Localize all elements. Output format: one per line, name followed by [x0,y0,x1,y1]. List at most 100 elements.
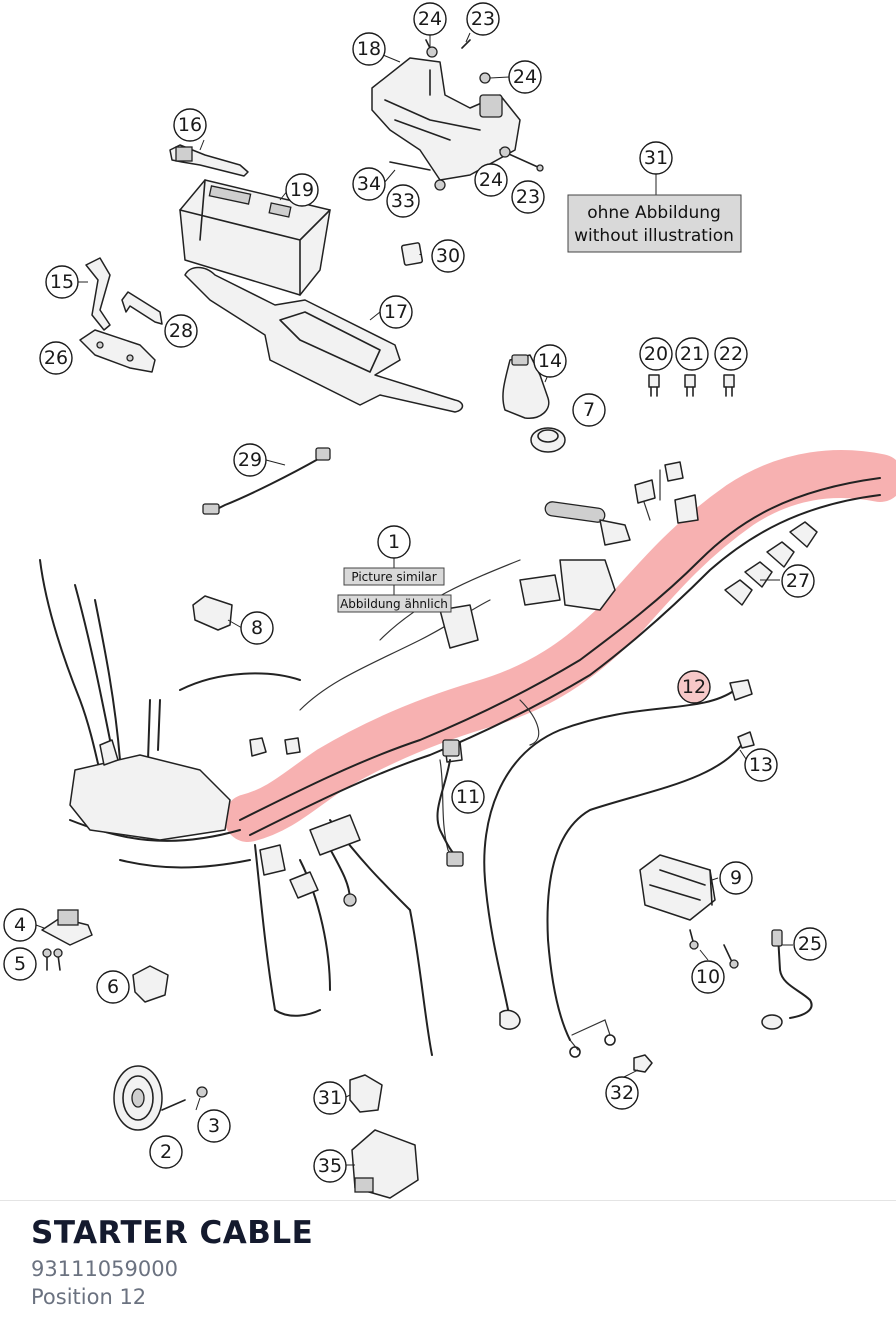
svg-text:1: 1 [388,531,400,553]
note-without-illustration-en: without illustration [574,226,734,246]
svg-text:27: 27 [786,570,810,592]
callout-29[interactable]: 29 [233,443,267,477]
svg-text:16: 16 [178,114,202,136]
part-29-cable[interactable] [202,447,331,515]
part-10-screws[interactable] [689,929,739,969]
note-without-illustration: ohne Abbildung without illustration [567,172,742,253]
svg-text:4: 4 [14,914,26,936]
fuse-22[interactable] [723,374,735,397]
svg-text:17: 17 [384,301,408,323]
callout-4[interactable]: 4 [3,908,37,942]
part-7-nut[interactable] [530,427,566,453]
svg-text:22: 22 [719,343,743,365]
part-12-starter-cable[interactable] [483,679,753,1030]
svg-text:30: 30 [436,245,460,267]
svg-text:11: 11 [456,786,480,808]
callout-26[interactable]: 26 [39,341,73,375]
part-8-relay[interactable] [192,595,233,631]
part-28-cover[interactable] [121,291,163,325]
callout-3[interactable]: 3 [197,1109,231,1143]
callout-23-top[interactable]: 23 [466,2,500,36]
callout-28[interactable]: 28 [164,314,198,348]
part-11-cable[interactable] [436,739,464,867]
svg-text:5: 5 [14,953,26,975]
svg-text:8: 8 [251,617,263,639]
main-wiring-harness[interactable] [39,461,881,1056]
part-35-relay[interactable] [351,1129,419,1199]
callout-31[interactable]: 31 [313,1081,347,1115]
starter-cable-highlight [224,450,896,842]
part-4-relay-base[interactable] [41,909,93,946]
callout-35[interactable]: 35 [313,1149,347,1183]
svg-text:13: 13 [749,754,773,776]
part-2-horn[interactable] [113,1065,186,1131]
callout-10[interactable]: 10 [691,960,725,994]
svg-text:24: 24 [479,169,503,191]
callout-9[interactable]: 9 [719,861,753,895]
callout-25[interactable]: 25 [793,927,827,961]
callout-1[interactable]: 1 [377,525,411,559]
svg-text:24: 24 [418,8,442,30]
callout-16[interactable]: 16 [173,108,207,142]
svg-text:33: 33 [391,190,415,212]
note-picture-similar: Picture similar Abbildung ähnlich [337,556,452,613]
callout-7[interactable]: 7 [572,393,606,427]
callout-22[interactable]: 22 [714,337,748,371]
svg-text:31: 31 [644,147,668,169]
callout-20[interactable]: 20 [639,337,673,371]
part-17-battery-tray[interactable] [184,266,464,413]
svg-text:2: 2 [160,1141,172,1163]
svg-text:20: 20 [644,343,668,365]
part-32-nut[interactable] [633,1054,653,1073]
part-15-bracket[interactable] [85,257,111,331]
callout-24-bottom[interactable]: 24 [474,163,508,197]
svg-text:28: 28 [169,320,193,342]
part-info-footer: STARTER CABLE 93111059000 Position 12 [0,1200,896,1336]
callout-2[interactable]: 2 [149,1135,183,1169]
fuse-20[interactable] [648,374,660,397]
callout-5[interactable]: 5 [3,947,37,981]
part-5-screws[interactable] [42,948,63,971]
part-26-bracket[interactable] [79,329,156,373]
callout-18[interactable]: 18 [352,32,386,66]
svg-text:29: 29 [238,449,262,471]
parts-diagram: ohne Abbildung without illustration Pict… [3,2,896,1199]
callout-27[interactable]: 27 [781,564,815,598]
callout-33[interactable]: 33 [386,184,420,218]
part-19-battery[interactable] [179,179,331,296]
svg-text:9: 9 [730,867,742,889]
callout-19[interactable]: 19 [285,173,319,207]
svg-text:23: 23 [516,186,540,208]
callout-31-note[interactable]: 31 [639,141,673,175]
callout-24-top[interactable]: 24 [413,2,447,36]
callout-23-bottom[interactable]: 23 [511,180,545,214]
callout-17[interactable]: 17 [379,295,413,329]
callout-21[interactable]: 21 [675,337,709,371]
note-without-illustration-de: ohne Abbildung [587,203,721,223]
callout-11[interactable]: 11 [451,780,485,814]
part-16-bracket[interactable] [169,144,249,177]
callout-12-highlighted[interactable]: 12 [677,670,711,704]
callout-8[interactable]: 8 [240,611,274,645]
part-13-cable[interactable] [546,731,755,1058]
part-18-bracket[interactable] [371,39,544,191]
svg-text:25: 25 [798,933,822,955]
fuse-21[interactable] [684,374,696,397]
part-25-sensor-cable[interactable] [761,929,813,1030]
callout-15[interactable]: 15 [45,265,79,299]
part-27-relays[interactable] [724,521,818,606]
callout-34[interactable]: 34 [352,167,386,201]
callout-14[interactable]: 14 [533,344,567,378]
callout-24-right[interactable]: 24 [508,60,542,94]
part-3-screw[interactable] [196,1086,208,1098]
callout-6[interactable]: 6 [96,970,130,1004]
svg-text:23: 23 [471,8,495,30]
callout-13[interactable]: 13 [744,748,778,782]
callout-30[interactable]: 30 [431,239,465,273]
part-31-relay[interactable] [349,1074,383,1113]
svg-text:14: 14 [538,350,562,372]
part-6-relay[interactable] [132,965,169,1003]
part-30-clip[interactable] [400,242,424,266]
part-9-regulator[interactable] [639,854,716,921]
callout-32[interactable]: 32 [605,1076,639,1110]
